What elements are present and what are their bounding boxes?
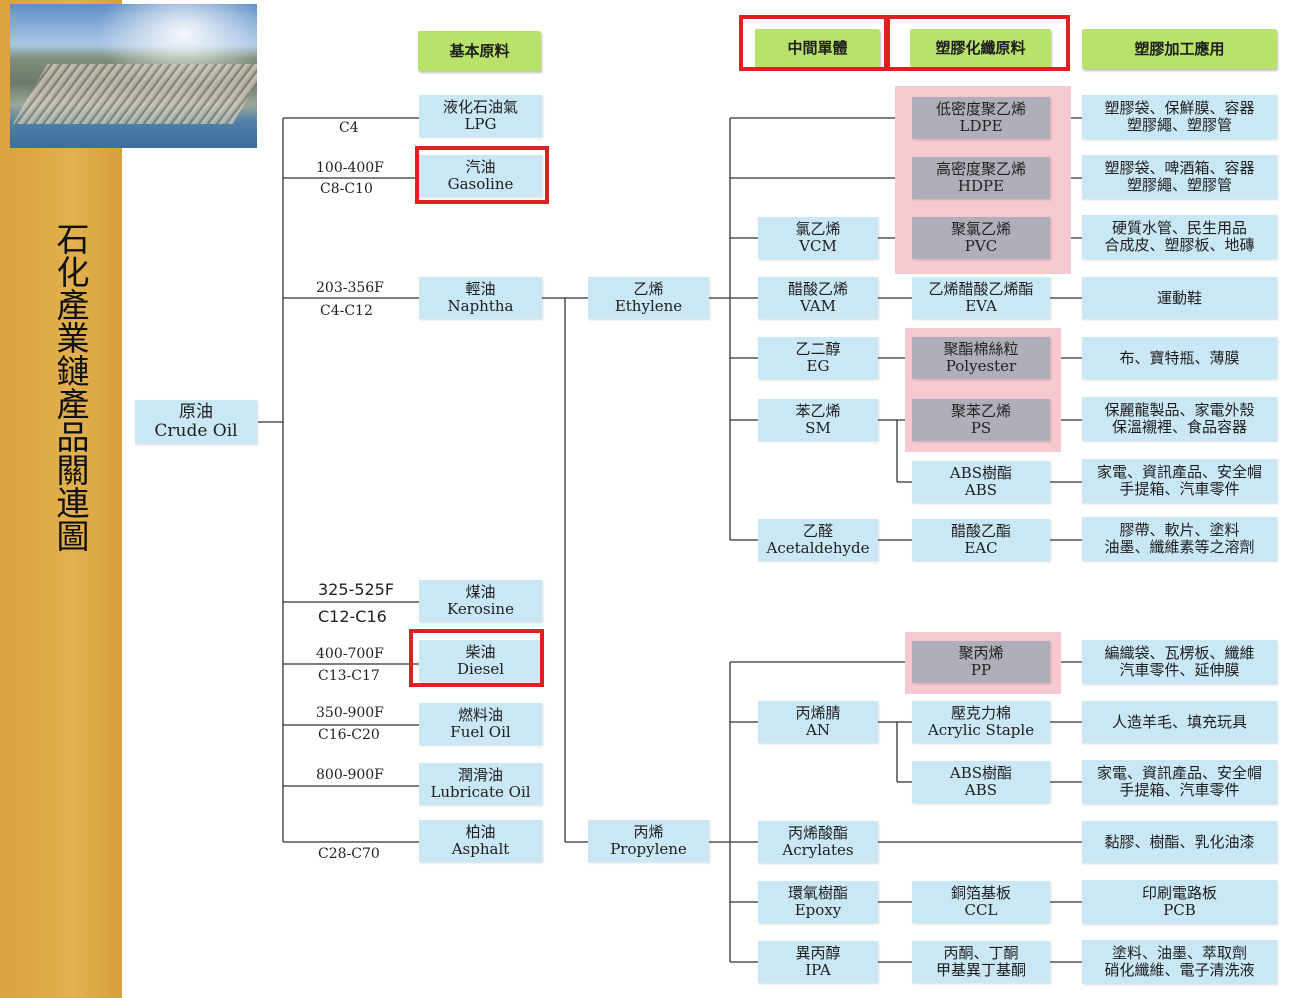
- material-acetone-mek: 丙酮、丁酮甲基異丁基酮: [912, 941, 1050, 983]
- application-abs: 家電、資訊產品、安全帽手提箱、汽車零件: [1082, 459, 1277, 503]
- application-eva: 運動鞋: [1082, 277, 1277, 319]
- application-hdpe: 塑膠袋、啤酒箱、容器塑膠繩、塑膠管: [1082, 155, 1277, 199]
- carbon-label: C8-C10: [320, 181, 373, 197]
- application-abs-2: 家電、資訊產品、安全帽手提箱、汽車零件: [1082, 760, 1277, 804]
- application-acrylic: 人造羊毛、填充玩具: [1082, 701, 1277, 743]
- carbon-label: C4-C12: [320, 303, 373, 319]
- carbon-label: C4: [339, 120, 359, 136]
- temp-label: 800-900F: [316, 767, 384, 783]
- temp-label: 350-900F: [316, 705, 384, 721]
- temp-label: 325-525F: [318, 580, 395, 599]
- header-feedstock: 基本原料: [418, 31, 541, 71]
- header-intermediate: 中間單體: [755, 29, 880, 67]
- temp-label: 400-700F: [316, 646, 384, 662]
- application-ps: 保麗龍製品、家電外殼保溫襯裡、食品容器: [1082, 397, 1277, 441]
- application-ldpe: 塑膠袋、保鮮膜、容器塑膠繩、塑膠管: [1082, 95, 1277, 139]
- temp-label: 203-356F: [316, 280, 384, 296]
- red-frame-plastic-fiber: [886, 15, 1070, 71]
- carbon-label: C13-C17: [318, 668, 380, 684]
- header-application: 塑膠加工應用: [1082, 29, 1277, 69]
- header-plastic-fiber: 塑膠化纖原料: [910, 29, 1051, 67]
- application-eac: 膠帶、軟片、塗料油墨、纖維素等之溶劑: [1082, 517, 1277, 561]
- refinery-photo: [10, 4, 257, 148]
- application-pp: 編織袋、瓦楞板、纖維汽車零件、延伸膜: [1082, 640, 1277, 684]
- carbon-label: C16-C20: [318, 727, 380, 743]
- red-frame-diesel: [409, 629, 544, 687]
- red-frame-intermediate: [739, 15, 888, 71]
- application-ipa: 塗料、油墨、萃取劑硝化纖維、電子清洗液: [1082, 940, 1277, 984]
- crude-oil-box: 原油 Crude Oil: [135, 400, 257, 444]
- temp-label: 100-400F: [316, 160, 384, 176]
- carbon-label: C28-C70: [318, 846, 380, 862]
- application-acrylates: 黏膠、樹酯、乳化油漆: [1082, 821, 1277, 863]
- sidebar-band: [0, 0, 122, 998]
- red-frame-gasoline: [415, 146, 549, 204]
- carbon-label: C12-C16: [318, 607, 387, 626]
- application-pvc: 硬質水管、民生用品合成皮、塑膠板、地磚: [1082, 215, 1277, 259]
- page-title: 石化產業鏈產品關連圖: [51, 222, 90, 552]
- application-polyester: 布、寶特瓶、薄膜: [1082, 337, 1277, 379]
